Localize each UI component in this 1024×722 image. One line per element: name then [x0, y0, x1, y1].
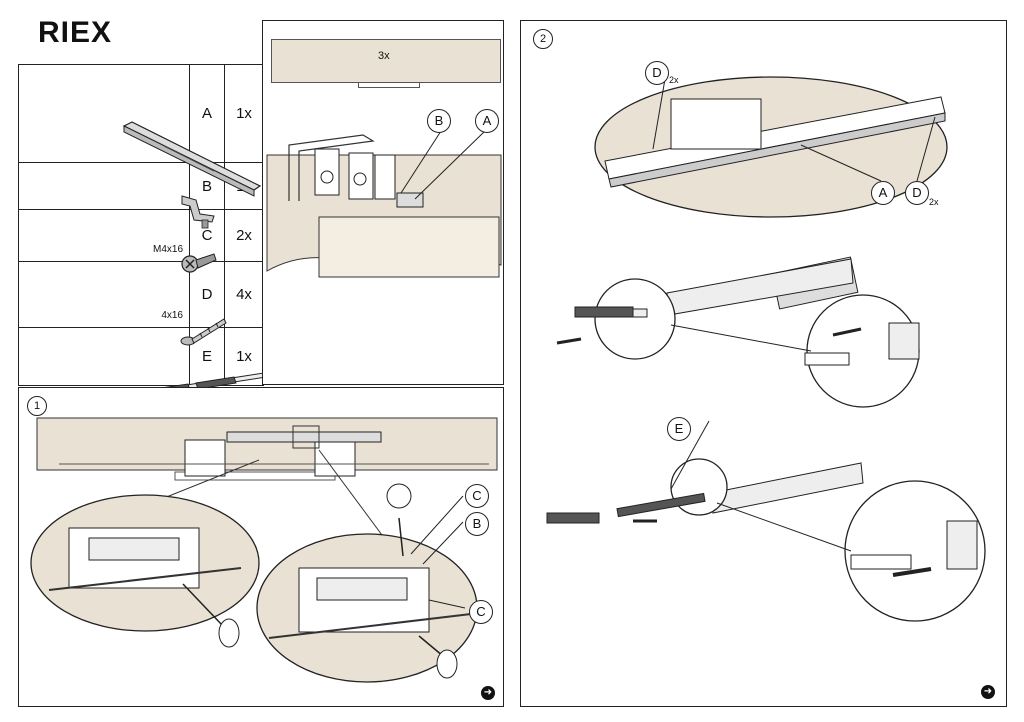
part-spec: 4x16 — [161, 310, 183, 321]
step-1-label-c: C — [465, 484, 489, 508]
step-1-label-c-lower: C — [469, 600, 493, 624]
step-2-panel: 2 D 2x A D 2x E ➜ — [520, 20, 1007, 707]
step-2-label-d-bottom-qty: 2x — [929, 197, 939, 207]
step-2-illustration — [546, 76, 986, 622]
step-1-label-b: B — [465, 512, 489, 536]
step-1-number: 1 — [27, 396, 47, 416]
overview-panel: 3x B A — [262, 20, 504, 385]
overview-label-a: A — [475, 109, 499, 133]
part-image-cell — [18, 64, 262, 197]
long-track-rail-icon — [122, 120, 262, 197]
next-page-icon: ➜ — [481, 686, 495, 700]
step-1-illustration — [30, 417, 498, 683]
step-2-label-d-top: D — [645, 61, 669, 85]
next-page-icon-2: ➜ — [981, 685, 995, 699]
bracket-clip-icon — [181, 195, 215, 229]
overview-label-b: B — [427, 109, 451, 133]
overview-detail-illustration — [266, 130, 502, 278]
part-image-cell — [18, 327, 267, 400]
step-2-number: 2 — [533, 29, 553, 49]
brand-logo-text: RIEX — [38, 16, 113, 49]
parts-row: E 1x — [18, 327, 267, 400]
part-image-cell: 4x16 — [18, 261, 227, 345]
step-2-label-a: A — [871, 181, 895, 205]
step-2-label-d-bottom: D — [905, 181, 929, 205]
brand-logo: RIEX — [38, 16, 112, 50]
parts-row: A 1x — [18, 64, 264, 197]
step-1-panel: 1 C B C ➜ — [18, 387, 504, 707]
part-quantity: 2x — [224, 209, 264, 262]
step-2-label-d-top-qty: 2x — [669, 75, 679, 85]
parts-list-table: A 1x B 1x M4x16 C 2x — [18, 64, 267, 400]
cabinet-top-illustration: 3x — [271, 39, 501, 88]
part-image-cell: M4x16 — [18, 209, 217, 273]
parts-row: M4x16 C 2x — [18, 209, 264, 273]
part-spec: M4x16 — [152, 244, 183, 255]
step-2-label-e: E — [667, 417, 691, 441]
part-image-cell — [18, 162, 215, 229]
overview-count: 3x — [378, 50, 390, 62]
